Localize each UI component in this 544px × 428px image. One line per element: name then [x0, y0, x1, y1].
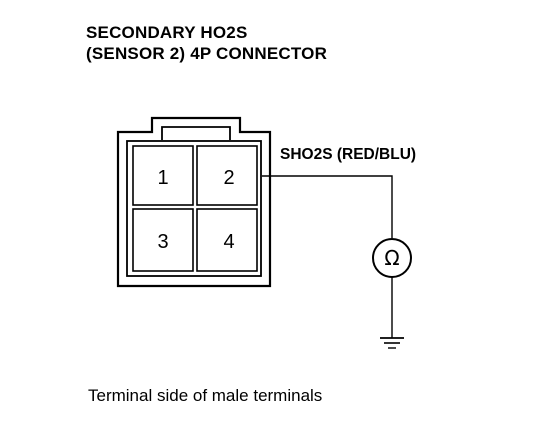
pin-4-label: 4: [223, 231, 234, 253]
connector-latch: [161, 126, 231, 140]
ohm-icon: Ω: [384, 246, 399, 270]
pin-3-label: 3: [157, 231, 168, 253]
title-line-2: (SENSOR 2) 4P CONNECTOR: [86, 44, 328, 63]
pin-1-label: 1: [157, 167, 168, 189]
terminal-cavity-3: [132, 208, 194, 272]
terminal-cavity-1: [132, 145, 194, 206]
diagram-caption: Terminal side of male terminals: [88, 386, 323, 405]
connector-inner-frame: [126, 140, 262, 277]
pin-2-label: 2: [223, 167, 234, 189]
terminal-cavity-4: [196, 208, 258, 272]
terminal-cavity-2: [196, 145, 258, 206]
connector-housing: [116, 116, 272, 288]
ground-icon: [380, 337, 404, 349]
probe-wire: [262, 175, 393, 238]
wire-label: SHO2S (RED/BLU): [280, 146, 417, 163]
title-line-1: SECONDARY HO2S: [86, 23, 248, 42]
diagram-title: SECONDARY HO2S (SENSOR 2) 4P CONNECTOR: [86, 22, 327, 64]
